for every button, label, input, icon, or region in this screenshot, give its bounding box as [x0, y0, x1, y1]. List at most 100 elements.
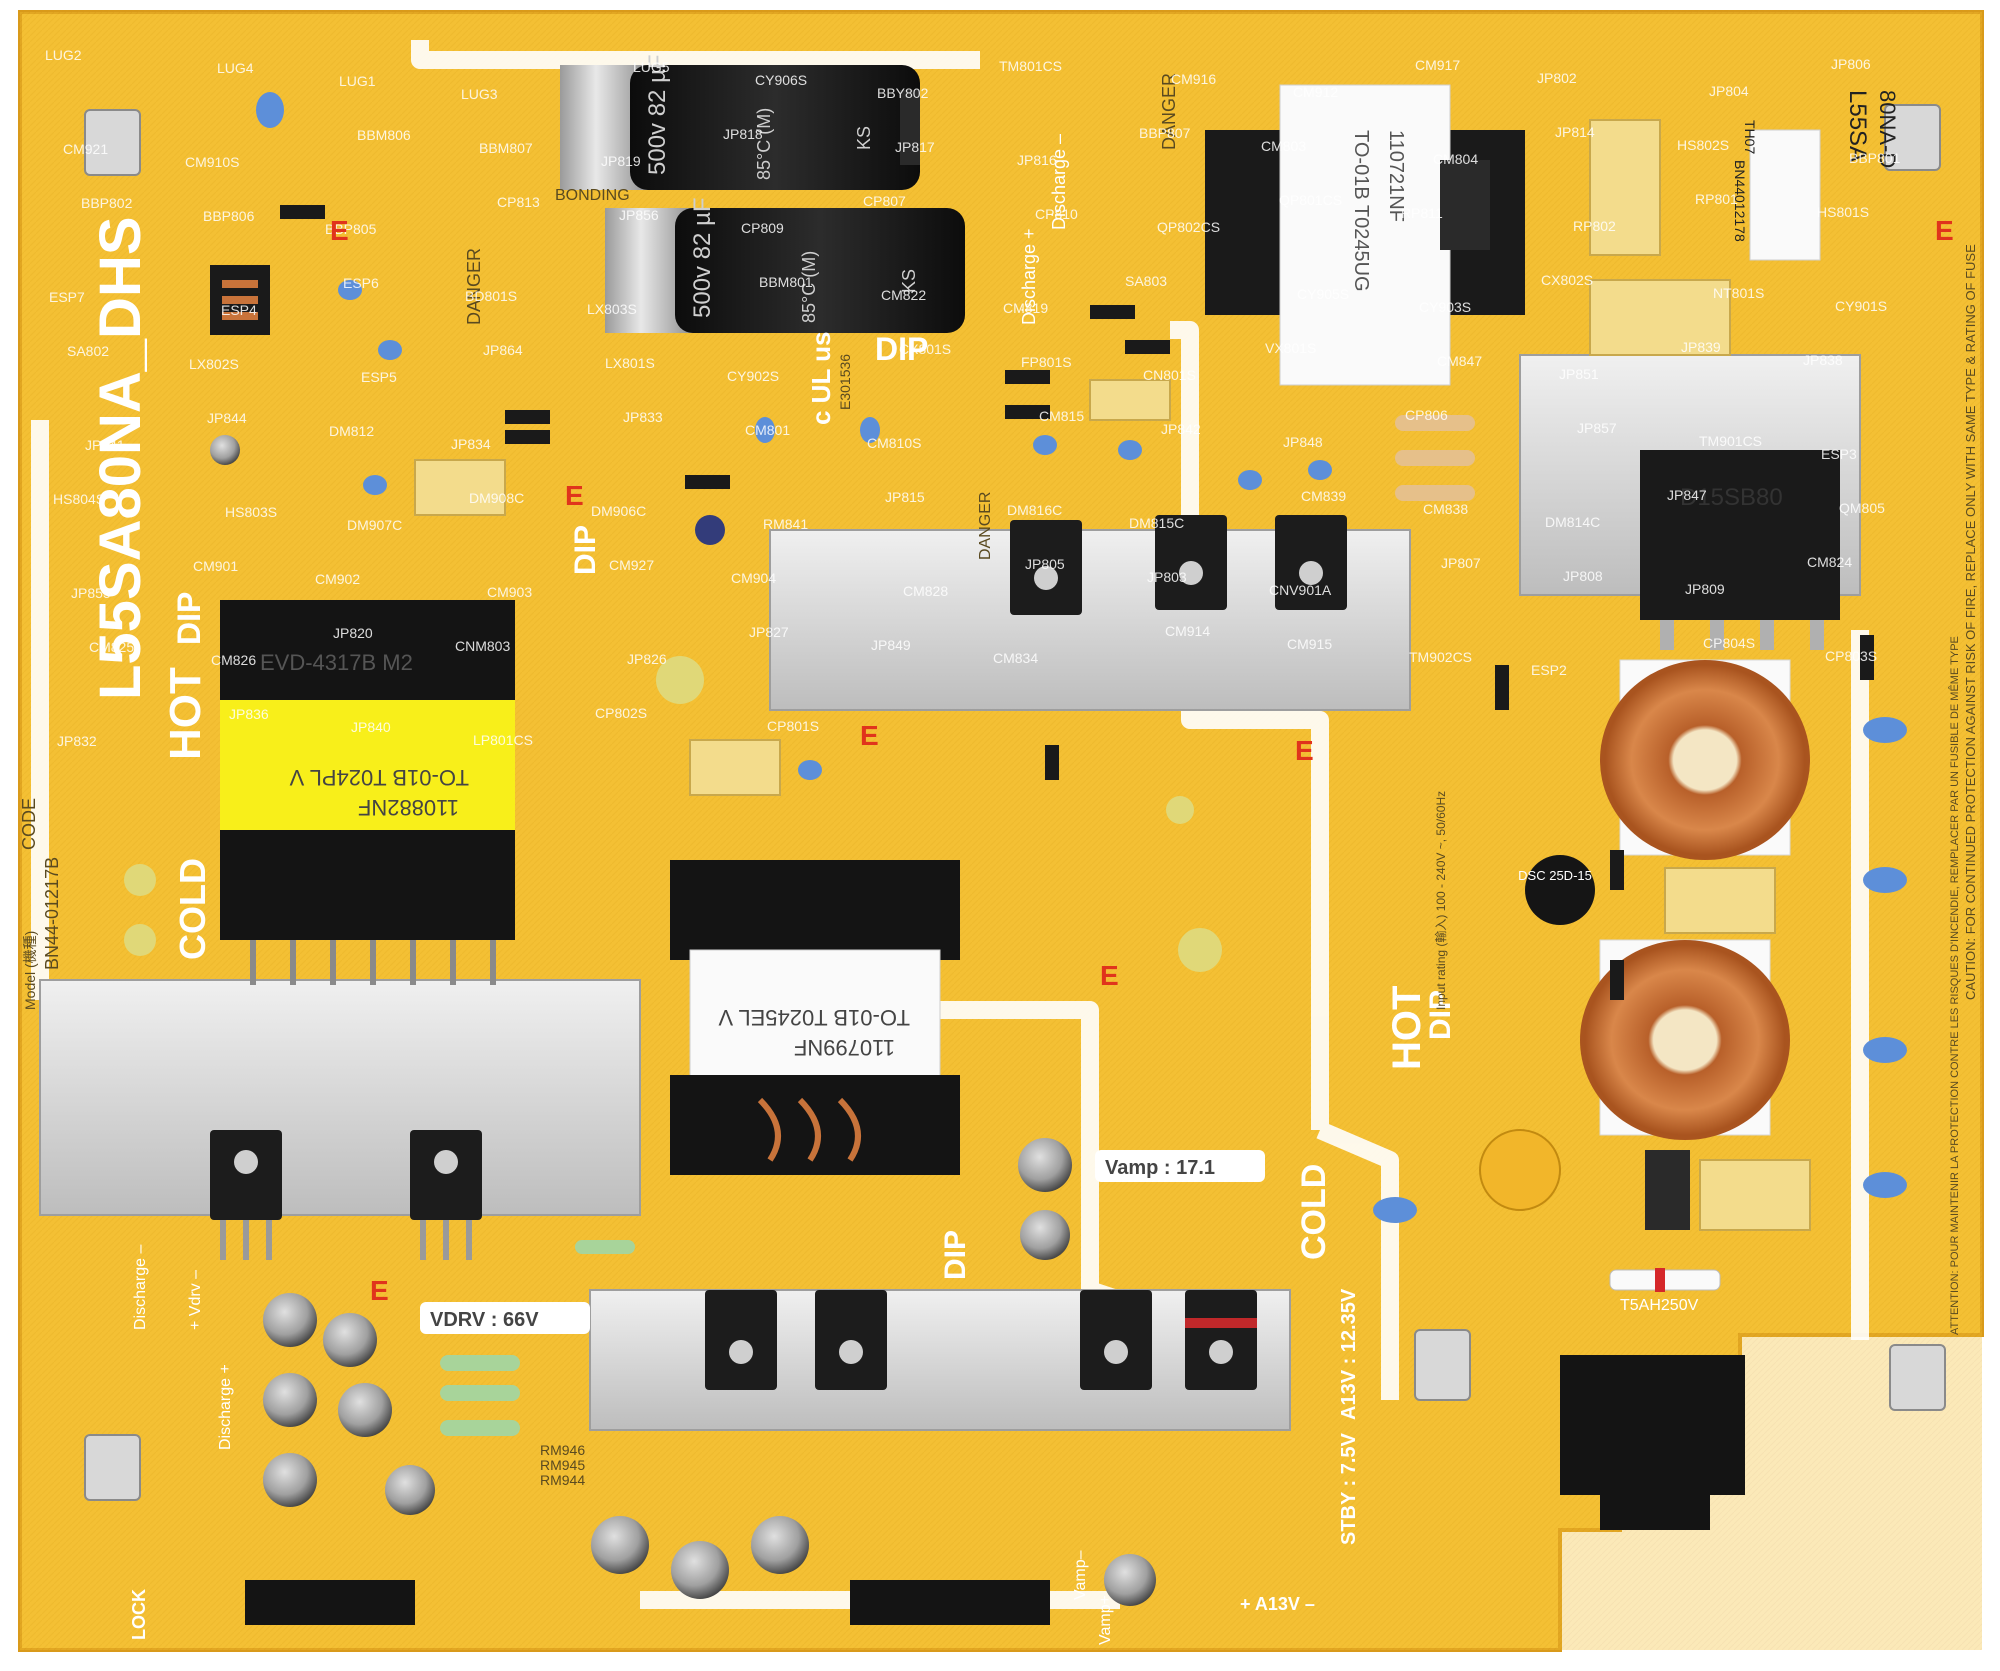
refdes-label: BBP805: [325, 221, 377, 237]
refdes-label: CM838: [1423, 501, 1468, 517]
transformer-top-shape: [1205, 84, 1525, 386]
refdes-label: JP819: [601, 153, 641, 169]
dip-label-right: DIP: [1424, 990, 1457, 1040]
dip-label-center: DIP: [875, 331, 928, 367]
refdes-label: CM902: [315, 571, 360, 587]
cap-bottom-brand: KS: [899, 269, 919, 293]
refdes-label: LUG1: [339, 73, 376, 89]
ac-inlet-connector: [1560, 1355, 1745, 1530]
refdes-label: CM916: [1171, 71, 1216, 87]
refdes-label: CP801S: [767, 718, 819, 734]
refdes-label: JP849: [871, 637, 911, 653]
refdes-label: JP847: [1667, 487, 1707, 503]
refdes-label: JP844: [207, 410, 247, 426]
refdes-label: HS802S: [1677, 137, 1729, 153]
refdes-label: DM816C: [1007, 502, 1062, 518]
refdes-label: RP811: [1401, 205, 1443, 221]
refdes-label: JP842: [1161, 421, 1201, 437]
refdes-label: BBM801: [759, 274, 813, 290]
toroid-top: [1600, 659, 1810, 860]
transformer-left-shape: [220, 600, 515, 985]
refdes-label: JP839: [1681, 339, 1721, 355]
vamp-plus-label: Vamp+: [1097, 1595, 1114, 1645]
vdrv-small-label: + Vdrv –: [187, 1270, 204, 1330]
transformer-left-core: EVD-4317B M2: [260, 650, 413, 675]
dip-label-left: DIP: [171, 592, 207, 645]
cold-label-left: COLD: [172, 858, 213, 960]
line-choke: [1645, 1150, 1690, 1230]
refdes-label: DM812: [329, 423, 374, 439]
fuse-rating: T5AH250V: [1620, 1297, 1699, 1314]
refdes-label: CM915: [1287, 636, 1332, 652]
danger-label-left: DANGER: [464, 248, 484, 325]
refdes-label: BBP802: [81, 195, 133, 211]
refdes-label: CM904: [731, 570, 776, 586]
svg-text:E: E: [1100, 960, 1119, 991]
discharge-minus-label: Discharge –: [1049, 134, 1069, 230]
refdes-label: JP834: [451, 436, 491, 452]
varistors: [1479, 855, 1595, 1211]
refdes-label: LUG5: [633, 59, 670, 75]
refdes-label: CY905S: [1297, 286, 1349, 302]
refdes-label: ESP5: [361, 369, 397, 385]
refdes-label: LP801CS: [473, 732, 533, 748]
refdes-label: JP856: [619, 207, 659, 223]
refdes-label: CM824: [1807, 554, 1852, 570]
refdes-label: CM804: [1433, 151, 1478, 167]
refdes-label: LUG2: [45, 47, 82, 63]
rm-resistor-945: RM945: [540, 1457, 585, 1473]
transformer-center-shape: [670, 860, 960, 1175]
transformer-left-text: TO-01B T024PL V: [289, 765, 469, 790]
refdes-label: JP848: [1283, 434, 1323, 450]
discharge-plus-label: Discharge +: [1019, 228, 1039, 325]
refdes-label: CM826: [211, 652, 256, 668]
refdes-label: CP806: [1405, 407, 1448, 423]
refdes-label: ESP6: [343, 275, 379, 291]
refdes-label: BBP801: [1849, 150, 1901, 166]
refdes-label: TM901CS: [1699, 433, 1762, 449]
refdes-label: JP851: [1559, 366, 1599, 382]
refdes-label: VX801S: [1265, 340, 1316, 356]
label-line2: 80NA-D: [1875, 90, 1900, 168]
refdes-label: CM803: [1261, 138, 1306, 154]
refdes-label: SA802: [67, 343, 109, 359]
refdes-label: CM819: [1003, 300, 1048, 316]
a13v-label: A13V : 12.35V: [1338, 1288, 1360, 1420]
danger-label-top: DANGER: [1159, 73, 1179, 150]
refdes-label: JP817: [895, 139, 935, 155]
refdes-label: CM847: [1437, 353, 1482, 369]
refdes-label: BBY802: [877, 85, 929, 101]
hot-label-right: HOT: [1385, 986, 1429, 1070]
refdes-label: ESP4: [221, 302, 257, 318]
refdes-label: JP805: [1025, 556, 1065, 572]
transformer-top-part: 110721NF: [1385, 130, 1407, 222]
a13v-small-label: + A13V –: [1240, 1594, 1315, 1614]
resistors: [440, 415, 1475, 1436]
discharge-minus-bottom: Discharge –: [132, 1245, 149, 1330]
refdes-label: FP801S: [1021, 354, 1072, 370]
refdes-label: QM805: [1839, 500, 1885, 516]
refdes-label: CM801: [745, 422, 790, 438]
refdes-label: BBM807: [479, 140, 533, 156]
refdes-label: CY902S: [727, 368, 779, 384]
refdes-label: CP802S: [595, 705, 647, 721]
refdes-label: JP820: [333, 625, 373, 641]
refdes-label: CP809: [741, 220, 784, 236]
dip-label-mid: DIP: [569, 525, 602, 575]
refdes-label: JP804: [1709, 83, 1749, 99]
refdes-label: BBP807: [1139, 125, 1191, 141]
hot-side-marks: E E E E E E E: [330, 215, 1954, 1306]
qr-label: [1749, 129, 1821, 261]
vdrv-tag: VDRV : 66V: [420, 1302, 590, 1334]
y-capacitors: [256, 92, 1907, 1223]
refdes-label: HS804S: [53, 491, 105, 507]
vamp-text: Vamp : 17.1: [1105, 1157, 1215, 1179]
heatsink-left: [39, 979, 641, 1216]
refdes-label: HS803S: [225, 504, 277, 520]
refdes-label: CY901S: [1835, 298, 1887, 314]
refdes-label: CM914: [1165, 623, 1210, 639]
refdes-label: JP826: [627, 651, 667, 667]
refdes-label: CX802S: [1541, 272, 1593, 288]
refdes-label: CM927: [609, 557, 654, 573]
refdes-label: BD801S: [465, 288, 517, 304]
